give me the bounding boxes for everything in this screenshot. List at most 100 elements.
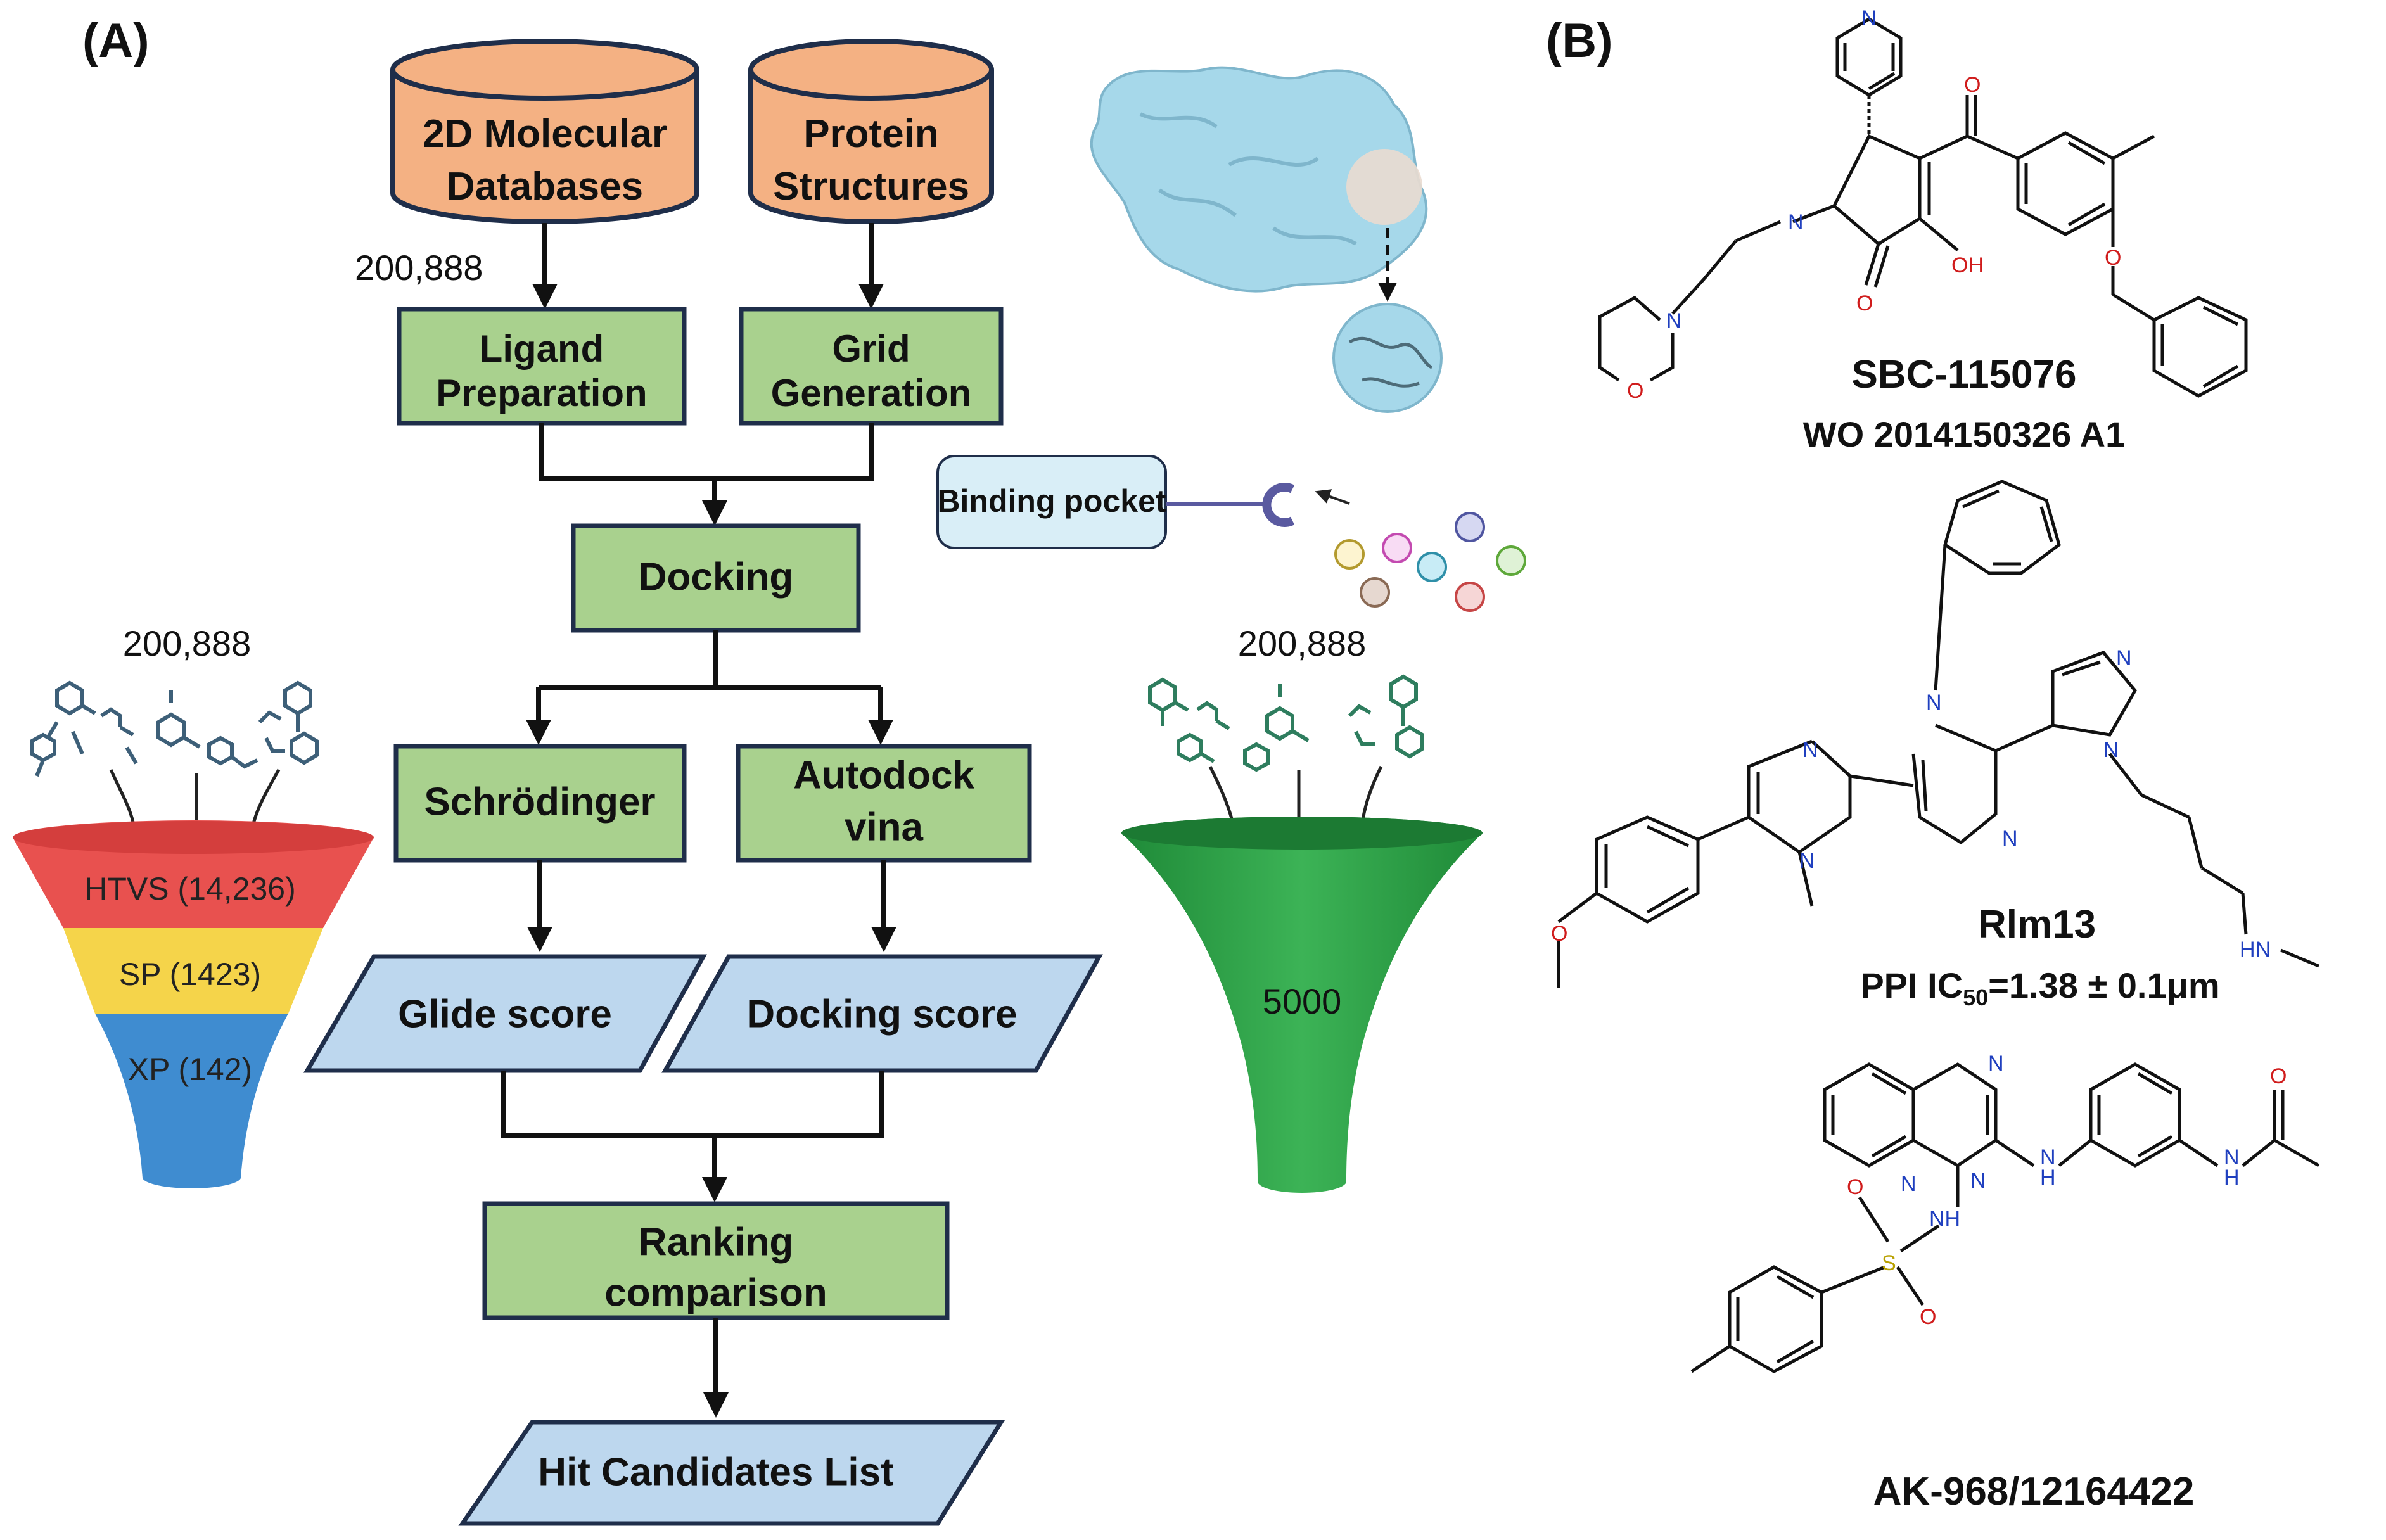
database-molecular: 2D Molecular Databases — [390, 39, 699, 224]
compound-2-name: Rlm13 — [1978, 903, 2096, 946]
atom-label: N — [2116, 646, 2132, 670]
autodock-line2: vina — [845, 805, 924, 849]
atom-label: N — [1970, 1169, 1986, 1193]
funnel-stage-sp — [63, 928, 323, 1014]
panel-b-label: (B) — [1546, 14, 1613, 68]
left-molecule-icons — [30, 680, 319, 777]
atom-label: N — [2103, 738, 2119, 762]
structure-rlm13 — [1557, 480, 2319, 988]
schrodinger-label: Schrödinger — [424, 780, 655, 824]
structure-rlm13-atoms: N N N N N N HN O — [1551, 646, 2271, 962]
compound-2-note-sub: 50 — [1963, 984, 1988, 1010]
ligand-sphere — [1455, 582, 1485, 612]
database-protein: Protein Structures — [748, 39, 994, 224]
atom-label: OH — [1951, 253, 1984, 277]
binding-pocket-label: Binding pocket — [937, 483, 1166, 519]
pocket-zoom — [1332, 303, 1443, 413]
database-molecular-line2: Databases — [447, 165, 643, 208]
left-funnel: HTVS (14,236) SP (1423) XP (142) — [13, 820, 374, 1188]
atom-label: N — [1926, 690, 1942, 715]
connector-prep-merge — [539, 423, 874, 481]
atom-label: O — [1920, 1305, 1936, 1329]
atom-label: N — [1802, 738, 1818, 762]
compound-3-name: AK-968/12164422 — [1873, 1470, 2195, 1513]
compound-2-note-prefix: PPI IC — [1860, 965, 1963, 1005]
atom-label: S — [1882, 1251, 1896, 1275]
atom-label: O — [1856, 291, 1873, 315]
docking-box: Docking — [571, 523, 861, 633]
atom-label: N — [1901, 1172, 1917, 1196]
count-label: 200,888 — [355, 248, 483, 288]
atom-label: N — [1666, 309, 1682, 333]
compound-2-note: PPI IC50=1.38 ± 0.1μm — [1860, 965, 2219, 1010]
ligand-to-pocket-arrow — [1315, 489, 1350, 505]
pocket-receptor-icon — [1262, 483, 1295, 527]
connector-scores-merge — [501, 1071, 884, 1138]
ligand-preparation-box: Ligand Preparation — [397, 307, 687, 426]
funnel-sp-label: SP (1423) — [119, 957, 261, 992]
ligand-sphere — [1334, 539, 1365, 570]
compound-1-name: SBC-115076 — [1851, 353, 2076, 397]
ligand-prep-line1: Ligand — [480, 328, 604, 370]
ligand-sphere — [1417, 552, 1447, 582]
atom-label: N — [2002, 827, 2018, 851]
right-funnel: 5000 — [1121, 817, 1483, 1193]
compound-2-note-suffix: =1.38 ± 0.1μm — [1988, 965, 2219, 1005]
atom-label: O — [1627, 379, 1643, 403]
database-protein-line1: Protein — [803, 112, 939, 156]
atom-label: H — [2224, 1166, 2240, 1190]
atom-label: N — [1799, 849, 1815, 873]
right-molecule-icons — [1148, 674, 1424, 772]
atom-label: H — [2040, 1166, 2056, 1190]
hit-candidates-label: Hit Candidates List — [538, 1450, 894, 1494]
ligand-spheres — [1334, 512, 1526, 612]
funnel-xp-label: XP (142) — [128, 1052, 252, 1087]
atom-label: N — [1861, 6, 1877, 30]
structure-ak-968-atoms: N N N N H N N H O NH S O O — [1847, 1052, 2287, 1329]
atom-label: O — [1847, 1175, 1863, 1199]
panel-a-label: (A) — [82, 14, 150, 68]
database-protein-line2: Structures — [773, 165, 969, 208]
database-molecular-line1: 2D Molecular — [423, 112, 667, 156]
grid-gen-line2: Generation — [771, 372, 972, 414]
ranking-line1: Ranking — [639, 1220, 794, 1264]
pocket-highlight — [1346, 149, 1422, 225]
atom-label: O — [1964, 73, 1981, 97]
ranking-line2: comparison — [604, 1271, 827, 1314]
atom-label: O — [1551, 922, 1567, 946]
atom-label: N — [1988, 1052, 2004, 1076]
glide-score-box: Glide score — [303, 954, 707, 1073]
atom-label: HN — [2240, 938, 2271, 962]
hit-candidates-box: Hit Candidates List — [458, 1420, 1005, 1526]
structure-sbc-115076-atoms: N N N O O OH O O — [1627, 6, 2121, 403]
schrodinger-box: Schrödinger — [393, 744, 687, 863]
docking-label: Docking — [639, 555, 794, 599]
grid-gen-line1: Grid — [832, 328, 910, 370]
atom-label: N — [1788, 210, 1804, 234]
compound-1-note: WO 2014150326 A1 — [1803, 414, 2125, 454]
autodock-line1: Autodock — [793, 753, 974, 797]
atom-label: N — [2224, 1145, 2240, 1169]
funnel-htvs-label: HTVS (14,236) — [84, 871, 295, 907]
ligand-sphere — [1455, 512, 1485, 542]
right-funnel-count: 200,888 — [1238, 623, 1366, 663]
ligand-prep-line2: Preparation — [436, 372, 647, 414]
grid-generation-box: Grid Generation — [739, 307, 1004, 426]
ligand-sphere — [1360, 577, 1390, 608]
binding-pocket-box: Binding pocket — [936, 455, 1167, 549]
structure-ak-968 — [1690, 1062, 2320, 1373]
protein-surface-illustration — [1090, 66, 1443, 413]
atom-label: O — [2270, 1064, 2287, 1088]
autodock-box: Autodock vina — [736, 744, 1032, 863]
funnel-stage-xp — [95, 1014, 288, 1188]
ligand-sphere — [1382, 533, 1412, 563]
atom-label: O — [2105, 246, 2121, 270]
structure-sbc-115076 — [1598, 17, 2248, 398]
ranking-box: Ranking comparison — [482, 1201, 950, 1320]
left-funnel-count: 200,888 — [123, 623, 251, 663]
atom-label: N — [2040, 1145, 2056, 1169]
glide-score-label: Glide score — [398, 992, 612, 1036]
ligand-sphere — [1496, 545, 1526, 576]
docking-score-label: Docking score — [746, 992, 1017, 1036]
